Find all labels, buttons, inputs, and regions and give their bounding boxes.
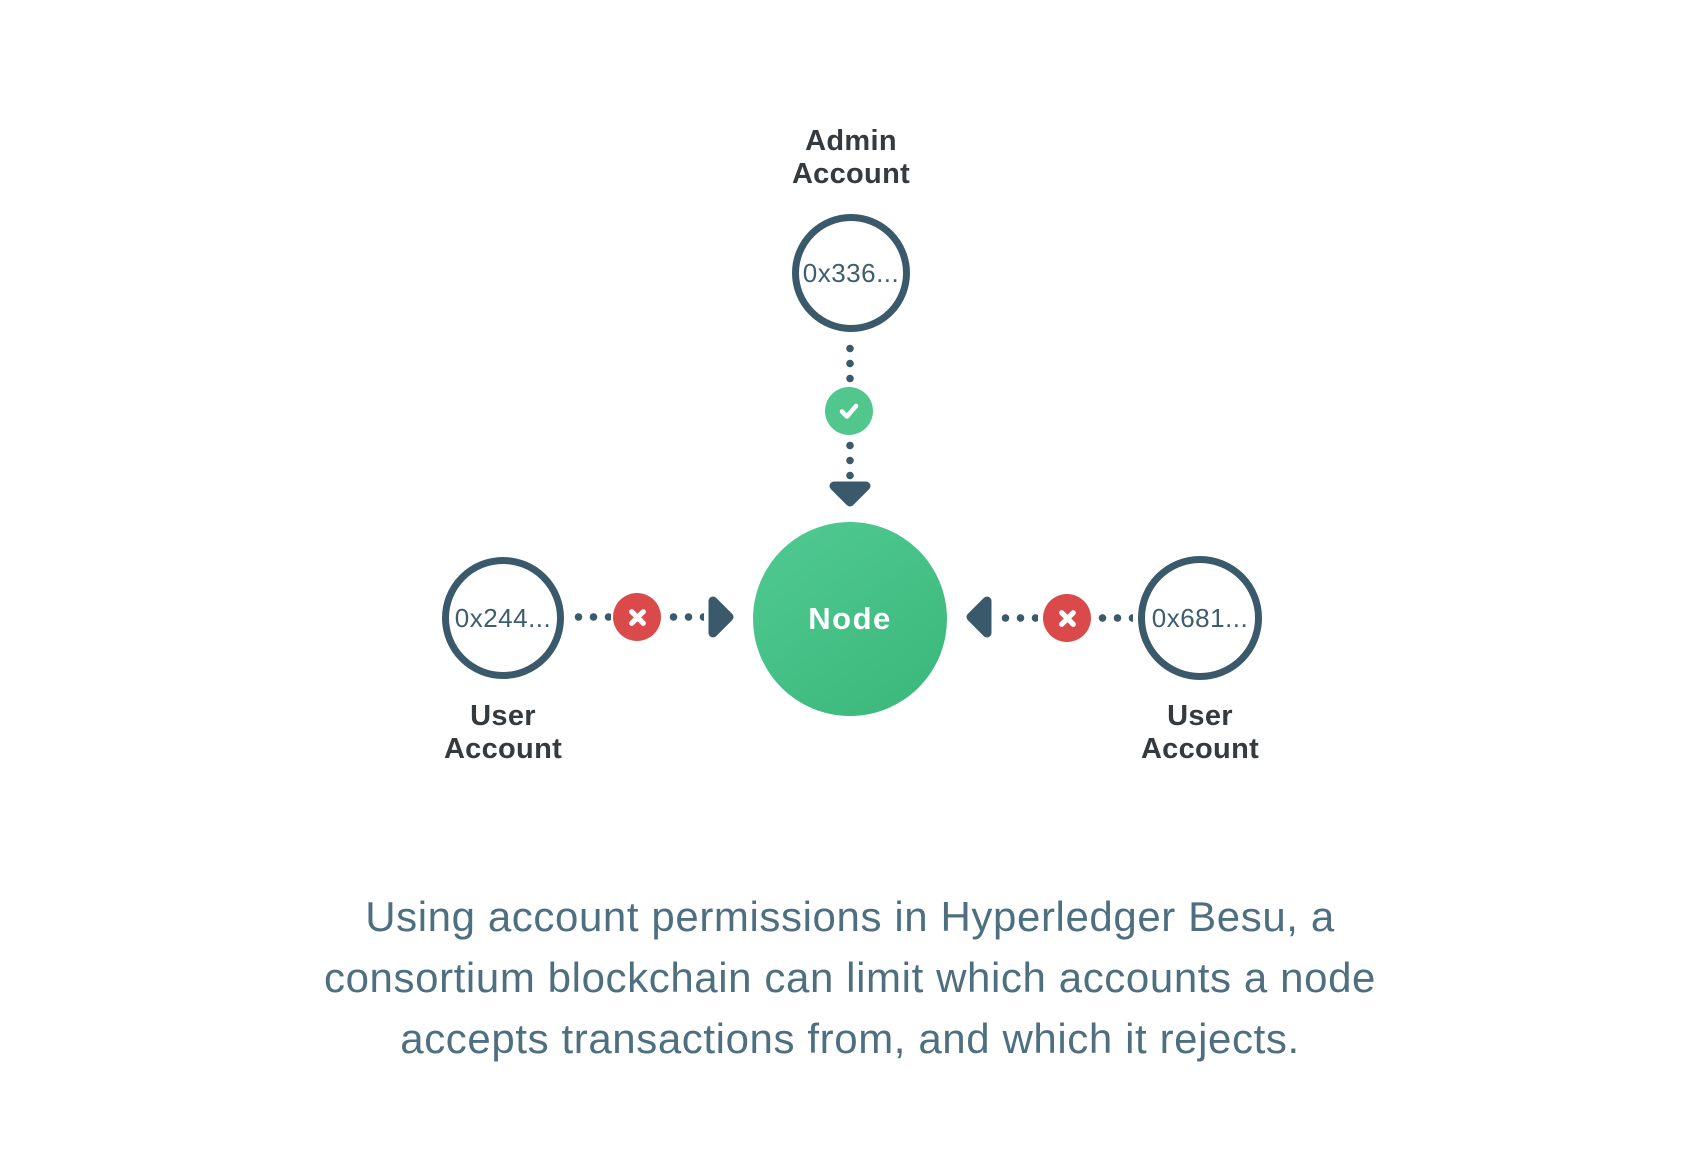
arrow-right-icon: [708, 595, 734, 639]
caption-text: Using account permissions in Hyperledger…: [324, 893, 1376, 1062]
node-label: Node: [808, 601, 892, 636]
node-circle: Node: [753, 522, 947, 716]
dotted-line-left-inner: [666, 613, 704, 621]
right-user-account-address: 0x681...: [1151, 602, 1249, 633]
dotted-line-right-inner: [998, 614, 1038, 622]
admin-account-address: 0x336...: [802, 257, 900, 288]
arrow-left-icon: [966, 595, 992, 639]
dotted-line-admin-upper: [846, 341, 854, 385]
dotted-line-right-outer: [1095, 614, 1133, 622]
right-user-account-circle: 0x681...: [1138, 556, 1262, 680]
admin-account-circle: 0x336...: [792, 214, 910, 332]
x-icon: [613, 593, 661, 641]
admin-account-label: Admin Account: [791, 125, 911, 190]
left-user-account-circle: 0x244...: [442, 557, 564, 679]
right-user-account-label: User Account: [1140, 700, 1260, 765]
left-user-account-label: User Account: [443, 700, 563, 765]
dotted-line-admin-lower: [846, 438, 854, 480]
arrow-down-icon: [828, 481, 872, 507]
dotted-line-left-outer: [571, 613, 611, 621]
check-icon: [825, 387, 873, 435]
left-user-account-address: 0x244...: [454, 602, 552, 633]
x-icon: [1043, 594, 1091, 642]
